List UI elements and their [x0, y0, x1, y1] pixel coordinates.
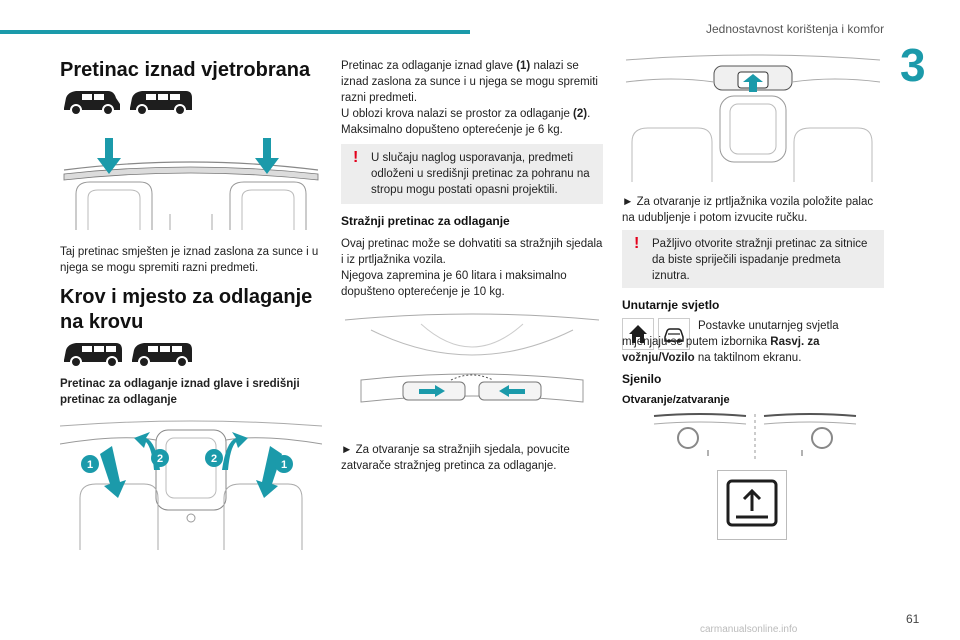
open-from-rear-seats-text: ► Za otvaranje sa stražnjih sjedala, pov…: [341, 444, 570, 472]
page-number: 61: [906, 612, 920, 626]
section-title: Jednostavnost korištenja i komfor: [706, 22, 885, 36]
open-close-heading: Otvaranje/zatvaranje: [622, 394, 730, 406]
callout-1-left: 1: [87, 459, 93, 471]
warning-box-falling-items: ! Pažljivo otvorite stražnji pretinac za…: [622, 230, 884, 288]
callout-2-left: 2: [157, 453, 163, 465]
open-from-boot-text: ► Za otvaranje iz prtljažnika vozila pol…: [622, 196, 874, 224]
boot-storage-illustration: [622, 52, 884, 186]
roof-storage-subtitle: Pretinac za odlaganje iznad glave i sred…: [60, 378, 300, 406]
chapter-number: 3: [900, 39, 926, 91]
sunblind-button-icon: [717, 470, 787, 540]
windscreen-storage-text: Taj pretinac smješten je iznad zaslona z…: [60, 246, 319, 274]
windscreen-storage-illustration: [60, 134, 322, 234]
car-settings-icon: [658, 318, 690, 350]
warning-icon: !: [353, 149, 359, 166]
title-roof-storage: Krov i mjesto za odlaganje na krovu: [60, 286, 313, 333]
vehicle-icons-1: [60, 86, 195, 116]
header-accent-bar: [0, 30, 470, 34]
interior-light-heading: Unutarnje svjetlo: [622, 298, 720, 312]
rear-storage-illustration: [341, 310, 603, 420]
callout-1-right: 1: [281, 459, 287, 471]
roof-storage-illustration: 1 2 2 1: [60, 420, 322, 552]
sunblind-heading: Sjenilo: [622, 372, 662, 386]
sunblind-illustration: [650, 410, 860, 460]
warning-icon: !: [634, 235, 640, 252]
warning-box-projectiles: ! U slučaju naglog usporavanja, predmeti…: [341, 144, 603, 204]
watermark: carmanualsonline.info: [700, 624, 798, 635]
title-windscreen-storage: Pretinac iznad vjetrobrana: [60, 59, 311, 81]
rear-storage-text: Ovaj pretinac može se dohvatiti sa straž…: [341, 238, 603, 298]
home-icon: [622, 318, 654, 350]
callout-2-right: 2: [211, 453, 217, 465]
vehicle-icons-2: [60, 338, 195, 368]
rear-storage-heading: Stražnji pretinac za odlaganje: [341, 214, 510, 228]
interior-light-text: Postavke unutarnjeg svjetla mijenjaju se…: [622, 320, 839, 364]
overhead-storage-text: Pretinac za odlaganje iznad glave (1) na…: [341, 60, 598, 136]
